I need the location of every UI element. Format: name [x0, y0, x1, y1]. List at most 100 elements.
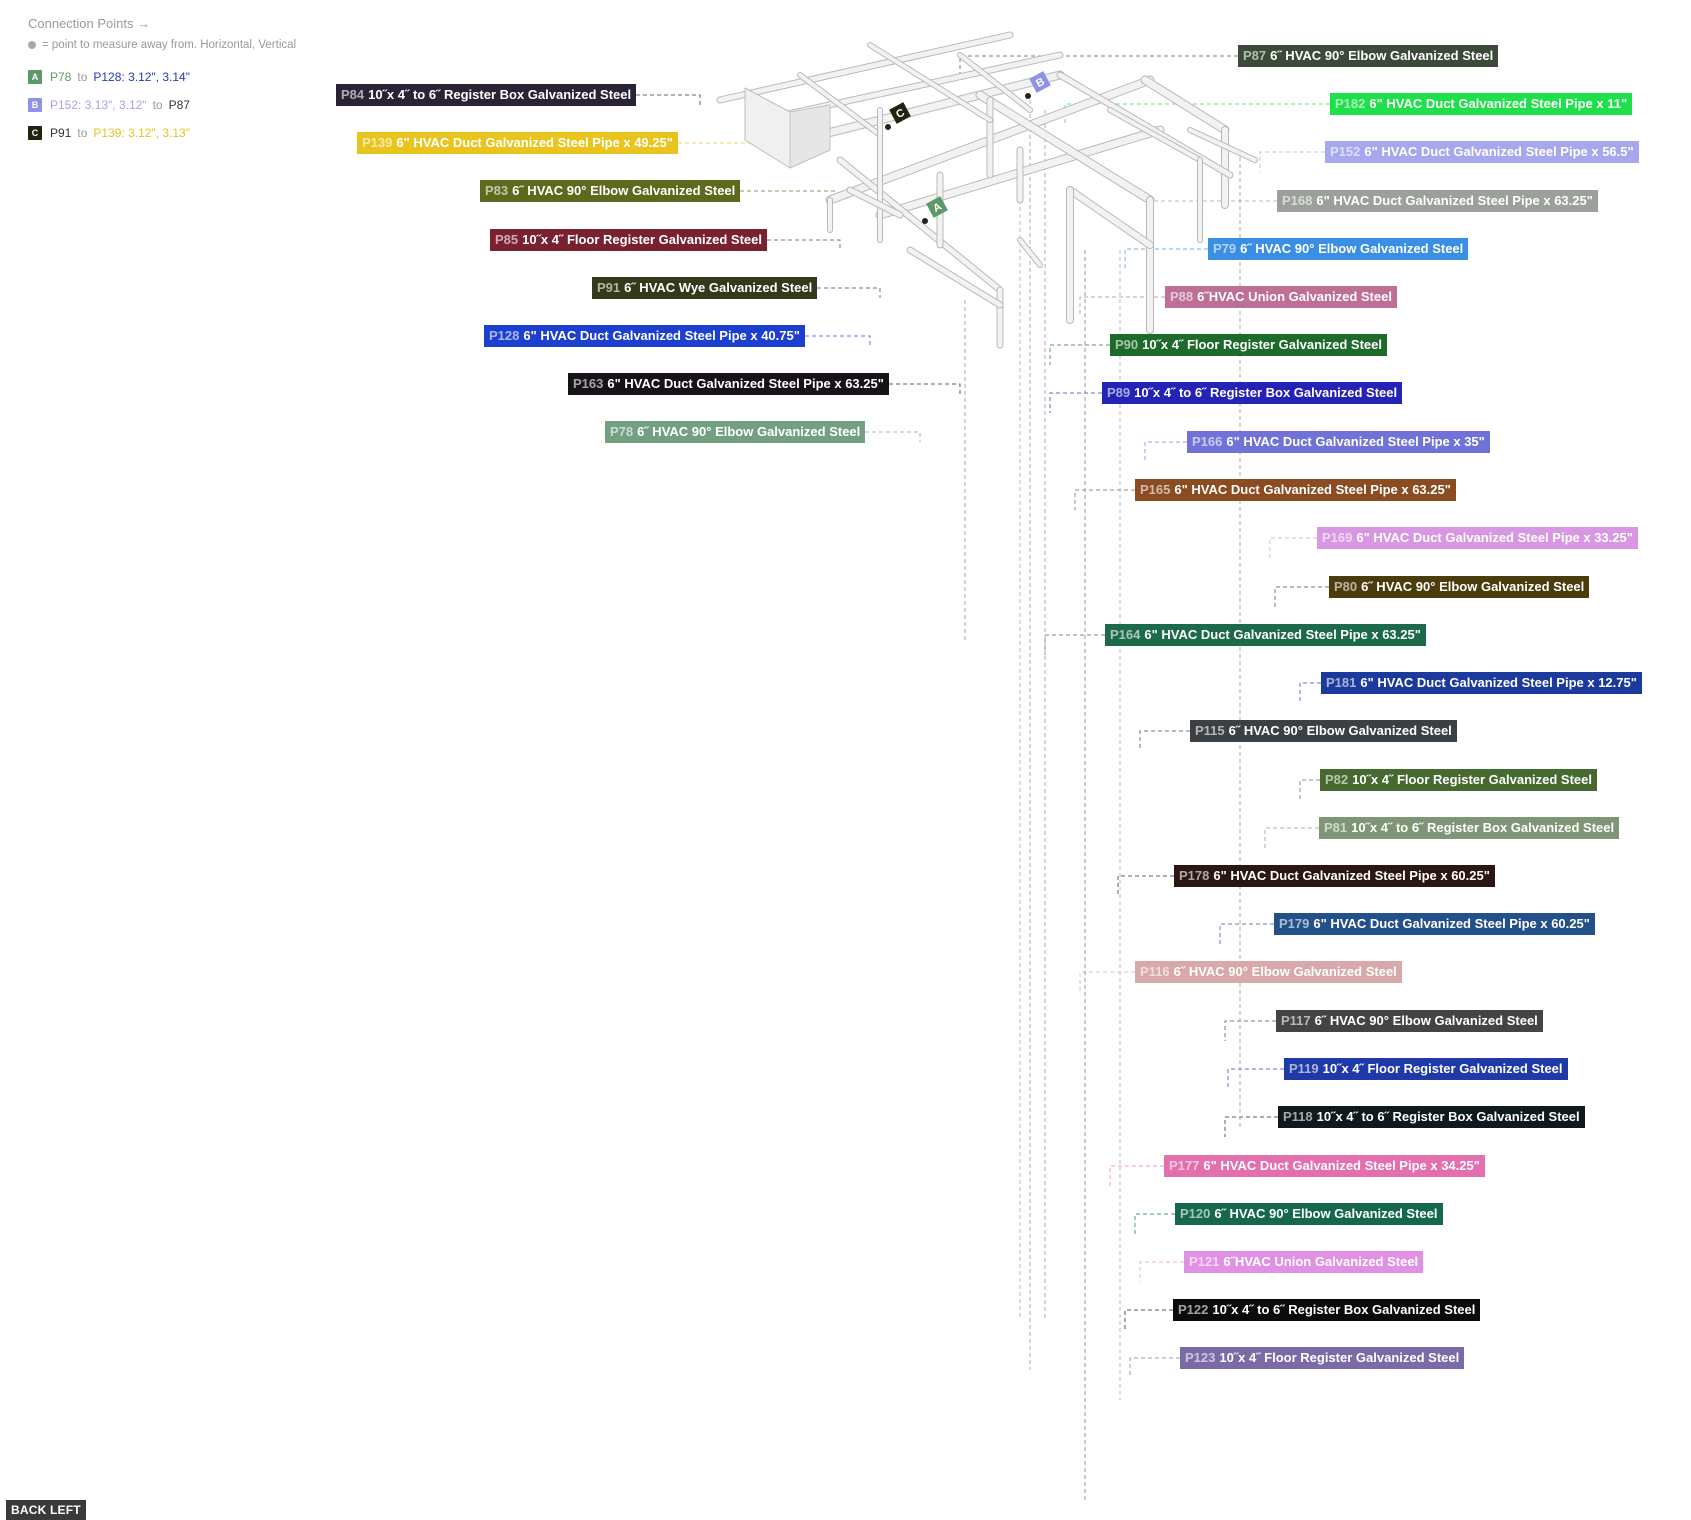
marker-badge — [926, 196, 948, 218]
leader-line-p164 — [1044, 634, 1105, 655]
legend-badge: C — [28, 126, 42, 140]
leader-line-p119 — [1227, 1068, 1284, 1089]
part-description: 6" HVAC Duct Galvanized Steel Pipe x 12.… — [1360, 675, 1637, 690]
part-id: P163 — [573, 376, 604, 391]
duct-segment — [798, 73, 882, 137]
leader-line-p85 — [767, 239, 841, 250]
leader-line-p168 — [1149, 200, 1277, 221]
legend-subtitle: = point to measure away from. Horizontal… — [42, 39, 297, 51]
connection-marker-a[interactable]: A — [926, 196, 948, 218]
part-id: P80 — [1334, 579, 1358, 594]
leader-line-p166 — [1144, 441, 1187, 462]
marker-badge — [889, 102, 911, 124]
leader-line-p84 — [636, 94, 701, 105]
part-description: 6" HVAC Duct Galvanized Steel Pipe x 34.… — [1203, 1158, 1480, 1173]
part-description: 6˝ HVAC 90° Elbow Galvanized Steel — [1270, 48, 1494, 63]
duct-segment — [958, 53, 1032, 112]
part-id: P179 — [1279, 916, 1310, 931]
part-id: P85 — [495, 232, 519, 247]
legend-badge: B — [28, 98, 42, 112]
part-description: 6" HVAC Duct Galvanized Steel Pipe x 56.… — [1364, 144, 1634, 159]
leader-line-p179 — [1219, 923, 1274, 944]
leader-line-p118 — [1224, 1116, 1278, 1137]
part-id: P182 — [1335, 96, 1366, 111]
legend-from: P152: 3.13", 3.12" — [50, 98, 147, 112]
part-description: 6˝ HVAC 90° Elbow Galvanized Steel — [1240, 241, 1464, 256]
duct-segment — [1108, 108, 1202, 162]
part-id: P168 — [1282, 193, 1313, 208]
measure-point-icon — [885, 124, 891, 130]
connection-legend: Connection Points → = point to measure a… — [28, 16, 296, 147]
back-left-button[interactable]: BACK LEFT — [6, 1500, 86, 1520]
part-id: P83 — [485, 183, 509, 198]
connection-markers: A B C — [885, 71, 1051, 224]
part-description: 6˝ HVAC 90° Elbow Galvanized Steel — [637, 424, 861, 439]
leader-line-p152 — [1259, 151, 1325, 172]
connection-marker-b[interactable]: B — [1029, 71, 1051, 93]
part-description: 6" HVAC Duct Galvanized Steel Pipe x 11" — [1369, 96, 1628, 111]
leader-line-p123 — [1129, 1357, 1180, 1378]
legend-target: P87 — [168, 98, 190, 112]
part-id: P166 — [1192, 434, 1223, 449]
part-description: 6" HVAC Duct Galvanized Steel Pipe x 63.… — [1316, 193, 1593, 208]
legend-subtitle-row: = point to measure away from. Horizontal… — [28, 39, 296, 51]
duct-segment — [717, 32, 1013, 103]
part-id: P119 — [1289, 1061, 1319, 1076]
leader-line-p128 — [805, 335, 871, 346]
part-id: P139 — [362, 135, 393, 150]
duct-segment — [1188, 128, 1257, 162]
part-description: 10˝x 4˝ to 6˝ Register Box Galvanized St… — [1134, 385, 1398, 400]
duct-segment — [837, 157, 1003, 293]
part-description: 6˝ HVAC 90° Elbow Galvanized Steel — [1314, 1013, 1538, 1028]
leader-line-p82 — [1299, 779, 1320, 800]
part-description: 10˝x 4˝ to 6˝ Register Box Galvanized St… — [1316, 1109, 1580, 1124]
part-description: 6" HVAC Duct Galvanized Steel Pipe x 63.… — [607, 376, 884, 391]
duct-segment — [1141, 76, 1229, 134]
part-id: P89 — [1107, 385, 1131, 400]
part-id: P128 — [489, 328, 520, 343]
leader-line-p117 — [1224, 1020, 1276, 1041]
part-id: P178 — [1179, 868, 1210, 883]
connection-marker-c[interactable]: C — [889, 102, 911, 124]
part-id: P84 — [341, 87, 365, 102]
part-description: 6" HVAC Duct Galvanized Steel Pipe x 63.… — [1144, 627, 1421, 642]
